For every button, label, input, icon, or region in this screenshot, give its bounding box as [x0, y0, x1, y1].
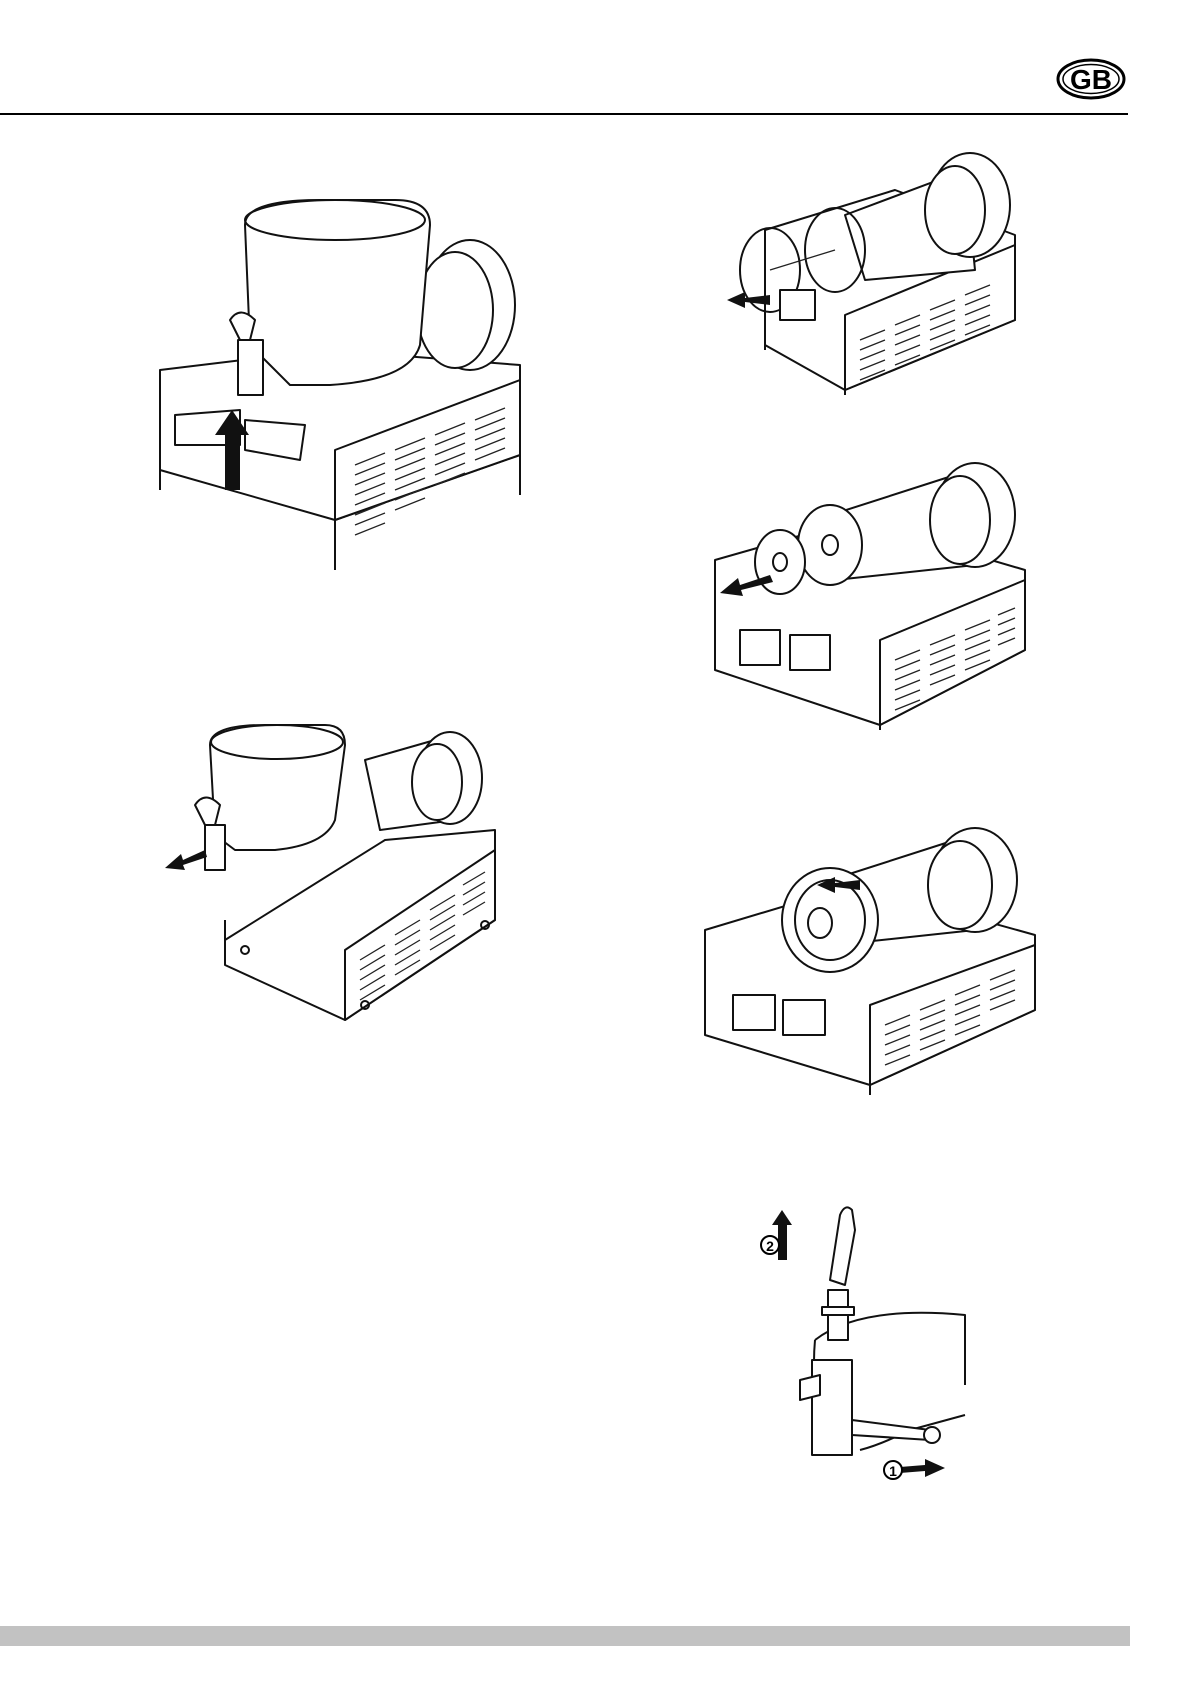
step-label-1: 1 [889, 1463, 897, 1479]
fig-insert-bowl [150, 195, 530, 575]
language-badge-text: GB [1070, 64, 1112, 95]
language-badge: GB [1056, 58, 1126, 100]
header-rule [0, 113, 1128, 115]
fig-remove-auger [715, 470, 1035, 730]
fig-tap-disassembly: 2 1 [760, 1195, 980, 1495]
fig-remove-bowl [165, 720, 505, 1030]
step-label-2: 2 [766, 1238, 774, 1254]
fig-remove-seal [705, 835, 1045, 1095]
fig-remove-auger-cover [715, 150, 1035, 400]
footer-bar [0, 1626, 1130, 1646]
